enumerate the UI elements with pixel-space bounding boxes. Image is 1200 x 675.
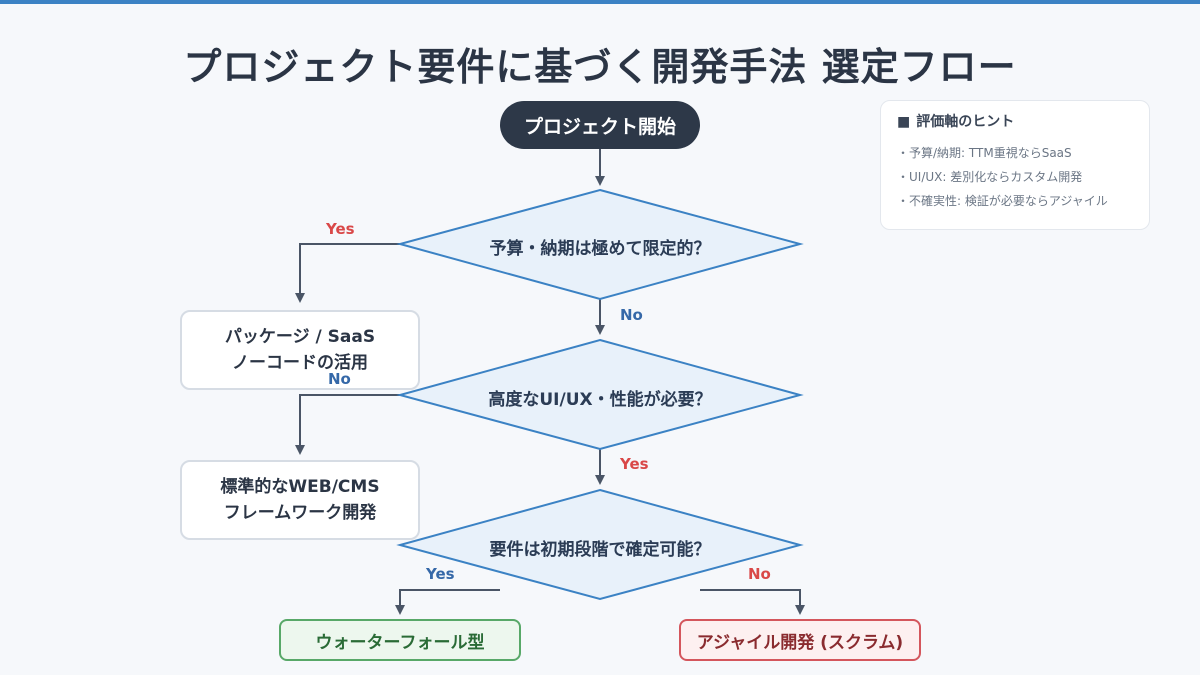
hint-title: 評価軸のヒント: [916, 114, 1015, 130]
outcome-line: パッケージ / SaaS: [224, 327, 376, 347]
decision-text-1: 予算・納期は極めて限定的？: [489, 239, 711, 259]
branch-label-d1-yes: Yes: [326, 220, 355, 238]
hint-item: ・不確実性: 検証が必要ならアジャイル: [897, 194, 1108, 208]
outcome-line: フレームワーク開発: [223, 503, 377, 523]
branch-label-d3-no: No: [748, 565, 771, 583]
start-node: プロジェクト開始: [500, 101, 700, 149]
hint-item: ・予算/納期: TTM重視ならSaaS: [897, 146, 1072, 160]
branch-label-d1-no: No: [620, 306, 643, 324]
square-bullet-icon: ■: [897, 114, 911, 130]
branch-label-d3-yes: Yes: [426, 565, 455, 583]
outcome-agile: アジャイル開発 (スクラム): [679, 619, 921, 661]
hint-panel: ■ 評価軸のヒント ・予算/納期: TTM重視ならSaaS ・UI/UX: 差別化…: [880, 100, 1150, 230]
outcome-line: 標準的なWEB/CMS: [220, 477, 380, 497]
connector-d3-yes: [395, 589, 500, 615]
outcome-package-saas: パッケージ / SaaS ノーコードの活用: [180, 310, 420, 390]
outcome-web-cms: 標準的なWEB/CMS フレームワーク開発: [180, 460, 420, 540]
decision-diamond-3: [396, 488, 804, 601]
page-title: プロジェクト要件に基づく開発手法 選定フロー: [183, 45, 1017, 89]
connector-d1-yes: [295, 243, 400, 303]
connector-d2-no: [295, 394, 400, 455]
top-accent-bar: [0, 0, 1200, 4]
connector-d3-no: [700, 589, 805, 615]
decision-diamond-1: [396, 188, 804, 301]
hint-item: ・UI/UX: 差別化ならカスタム開発: [897, 170, 1083, 184]
outcome-line: ノーコードの活用: [232, 353, 368, 373]
decision-text-2: 高度なUI/UX・性能が必要？: [488, 390, 712, 410]
branch-label-d2-no: No: [328, 370, 351, 388]
branch-label-d2-yes: Yes: [620, 455, 649, 473]
outcome-waterfall: ウォーターフォール型: [279, 619, 521, 661]
decision-diamond-2: [396, 338, 804, 451]
decision-text-3: 要件は初期段階で確定可能？: [489, 540, 711, 560]
